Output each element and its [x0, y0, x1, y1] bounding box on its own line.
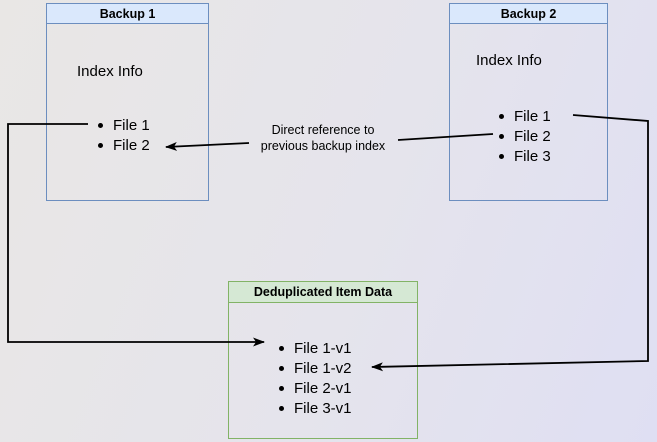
backup1-title: Backup 1	[47, 4, 208, 24]
list-item-label: File 3-v1	[294, 399, 352, 417]
backup2-index-info-label: Index Info	[476, 52, 542, 69]
list-item: File 1-v1	[279, 338, 352, 358]
list-item-label: File 2-v1	[294, 379, 352, 397]
list-item-label: File 2	[113, 136, 150, 154]
list-item: File 2	[98, 135, 150, 155]
list-item-label: File 2	[514, 127, 551, 145]
connector-annotation: Direct reference to previous backup inde…	[233, 122, 413, 154]
backup2-file-list: File 1 File 2 File 3	[499, 106, 551, 166]
bullet-icon	[499, 113, 504, 119]
list-item-label: File 1	[514, 107, 551, 125]
bullet-icon	[279, 365, 284, 371]
backup2-node: Backup 2 Index Info File 1 File 2 File 3	[449, 3, 608, 201]
list-item: File 1	[499, 106, 551, 126]
backup1-node: Backup 1 Index Info File 1 File 2	[46, 3, 209, 201]
annotation-line2: previous backup index	[260, 139, 386, 153]
list-item: File 1-v2	[279, 358, 352, 378]
bullet-icon	[279, 345, 284, 351]
list-item: File 3	[499, 146, 551, 166]
annotation-line1: Direct reference to	[271, 123, 375, 137]
bullet-icon	[98, 142, 103, 148]
list-item-label: File 1	[113, 116, 150, 134]
bullet-icon	[499, 153, 504, 159]
bullet-icon	[279, 405, 284, 411]
list-item: File 2	[499, 126, 551, 146]
list-item-label: File 3	[514, 147, 551, 165]
list-item: File 3-v1	[279, 398, 352, 418]
bullet-icon	[279, 385, 284, 391]
list-item-label: File 1-v1	[294, 339, 352, 357]
backup1-file-list: File 1 File 2	[98, 115, 150, 155]
dedup-title: Deduplicated Item Data	[229, 282, 417, 303]
backup1-index-info-label: Index Info	[77, 63, 143, 80]
list-item: File 2-v1	[279, 378, 352, 398]
list-item: File 1	[98, 115, 150, 135]
bullet-icon	[98, 122, 103, 128]
dedup-node: Deduplicated Item Data File 1-v1 File 1-…	[228, 281, 418, 439]
backup2-title: Backup 2	[450, 4, 607, 24]
dedup-file-list: File 1-v1 File 1-v2 File 2-v1 File 3-v1	[279, 338, 352, 418]
bullet-icon	[499, 133, 504, 139]
list-item-label: File 1-v2	[294, 359, 352, 377]
